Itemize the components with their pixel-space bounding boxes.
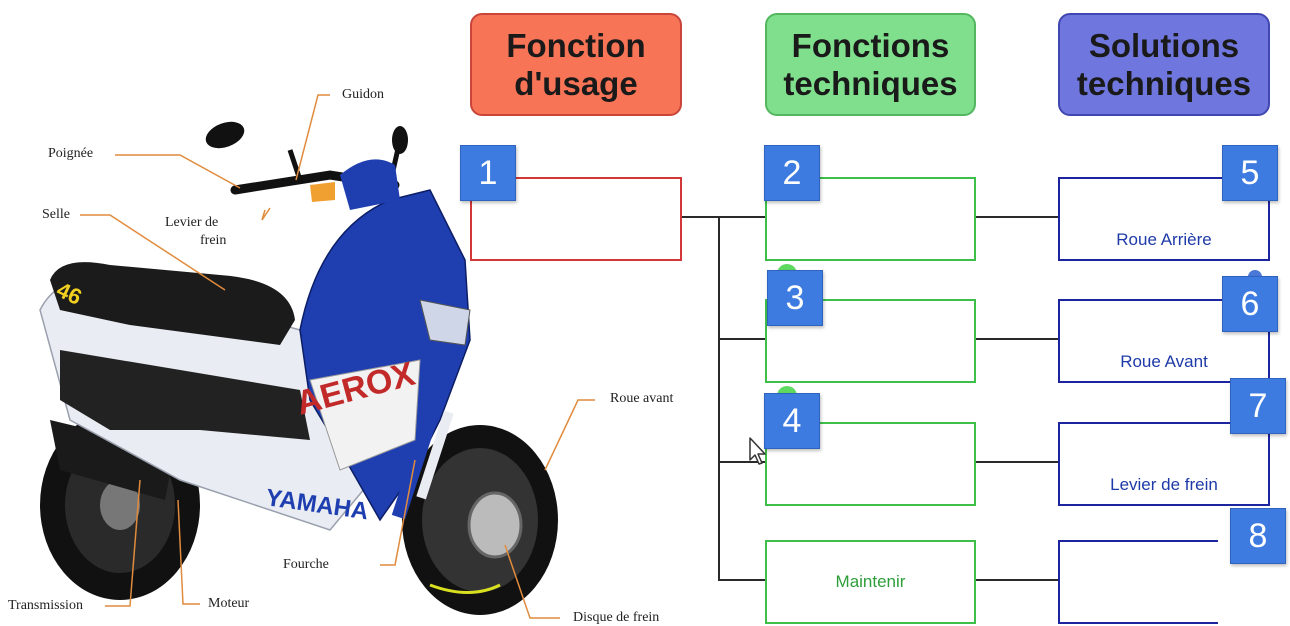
connector-trunk [718, 216, 720, 580]
body-black-lower [60, 350, 310, 440]
connector-to-tech-2 [718, 338, 765, 340]
technical-solution-box-4[interactable] [1058, 540, 1218, 624]
leader-lines [80, 94, 595, 619]
technical-solution-box-3[interactable]: Levier de frein [1058, 422, 1270, 506]
label-roue-avant: Roue avant [610, 391, 674, 406]
scooter-illustration: YAMAHA AEROX 46 [39, 94, 595, 619]
badge-number-5: 5 [1222, 145, 1278, 201]
connector-tech2-sol2 [976, 338, 1058, 340]
badge-number-6: 6 [1222, 276, 1278, 332]
connector-usage-out [682, 216, 720, 218]
header-fonction-usage: Fonction d'usage [470, 13, 682, 116]
connector-tech1-sol1 [976, 216, 1058, 218]
badge-number-8: 8 [1230, 508, 1286, 564]
header-solutions-techniques: Solutions techniques [1058, 13, 1270, 116]
label-disque-de-frein: Disque de frein [573, 610, 660, 625]
badge-number-2: 2 [764, 145, 820, 201]
label-poignee: Poignée [48, 146, 94, 161]
connector-to-tech-4 [718, 579, 765, 581]
connector-tech4-sol4 [976, 579, 1058, 581]
label-fourche: Fourche [283, 557, 329, 572]
seat [50, 262, 295, 345]
label-selle: Selle [42, 207, 70, 222]
muffler [50, 420, 175, 500]
technical-solution-text-2: Roue Avant [1120, 352, 1208, 371]
label-levier-de: Levier de [165, 215, 219, 230]
technical-solution-box-1[interactable]: Roue Arrière [1058, 177, 1270, 261]
connector-tech3-sol3 [976, 461, 1058, 463]
badge-number-4: 4 [764, 393, 820, 449]
mouse-cursor-icon [749, 437, 766, 465]
label-frein: frein [200, 233, 227, 248]
technical-solution-text-1: Roue Arrière [1116, 230, 1212, 249]
technical-solution-text-3: Levier de frein [1110, 475, 1218, 494]
front-wheel [402, 425, 558, 615]
badge-number-3: 3 [767, 270, 823, 326]
technical-function-box-4[interactable]: Maintenir [765, 540, 976, 624]
label-moteur: Moteur [208, 596, 250, 611]
badge-number-7: 7 [1230, 378, 1286, 434]
connector-to-tech-1 [718, 216, 765, 218]
connector-to-tech-3 [718, 461, 765, 463]
header-fonction-usage-text: Fonction d'usage [506, 26, 646, 102]
badge-number-1: 1 [460, 145, 516, 201]
header-fonctions-techniques: Fonctions techniques [765, 13, 976, 116]
label-guidon: Guidon [342, 87, 384, 102]
label-transmission: Transmission [8, 598, 83, 613]
header-fonctions-techniques-text: Fonctions techniques [783, 26, 958, 102]
header-solutions-techniques-text: Solutions techniques [1076, 26, 1252, 102]
technical-function-text-4: Maintenir [835, 572, 906, 591]
